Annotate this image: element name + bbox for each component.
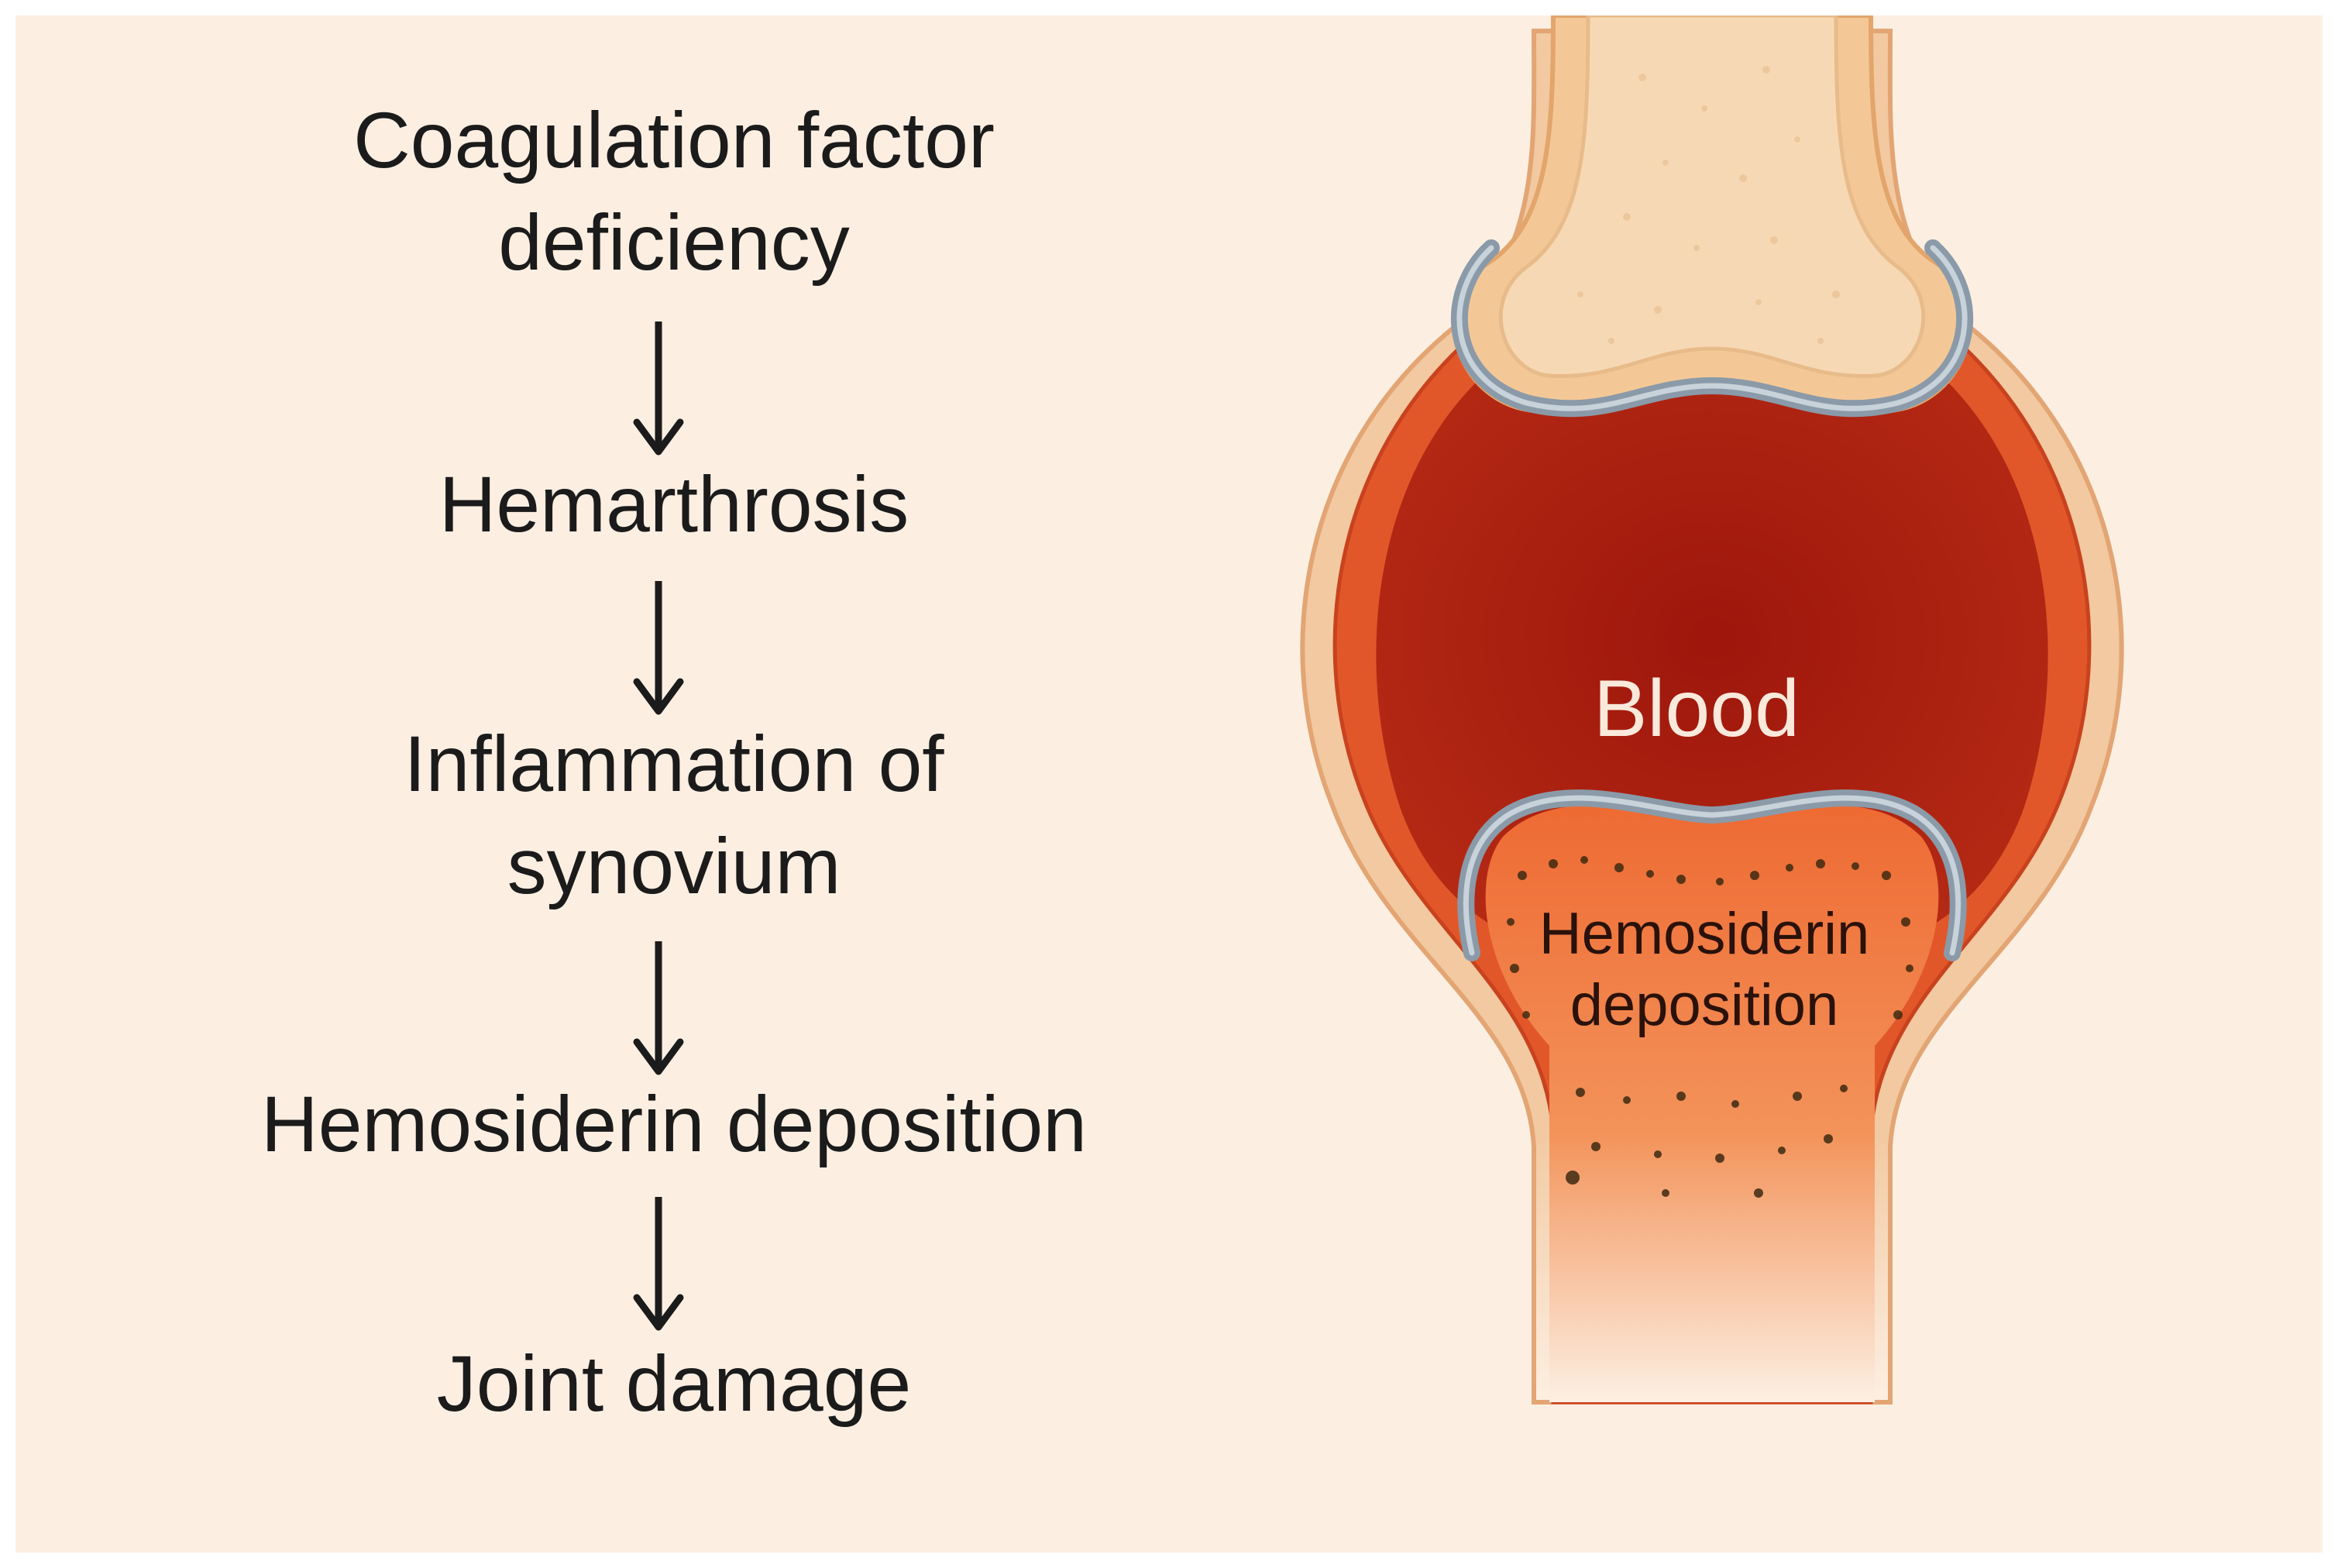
diagram-panel: Coagulation factor deficiency Hemarthros…	[15, 15, 2323, 1553]
step-text: deficiency	[498, 198, 850, 287]
step-text: Hemarthrosis	[438, 460, 909, 548]
pathogenesis-flowchart: Coagulation factor deficiency Hemarthros…	[15, 15, 1332, 1553]
down-arrow-icon	[633, 1197, 684, 1331]
step-text: Hemosiderin deposition	[261, 1080, 1087, 1168]
step-hemosiderin-deposition: Hemosiderin deposition	[15, 1073, 1332, 1175]
step-joint-damage: Joint damage	[15, 1332, 1332, 1435]
down-arrow-icon	[633, 322, 684, 456]
step-text: Joint damage	[436, 1339, 912, 1428]
upper-bone-marrow	[1498, 15, 1926, 378]
down-arrow-icon	[633, 941, 684, 1075]
bone-texture	[1577, 66, 1840, 344]
step-coagulation-factor-deficiency: Coagulation factor deficiency	[15, 89, 1332, 294]
down-arrow-icon	[633, 581, 684, 715]
hemosiderin-label-line: Hemosiderin	[1539, 901, 1870, 967]
step-text: synovium	[507, 822, 841, 910]
hemosiderin-label-line: deposition	[1570, 972, 1839, 1038]
joint-illustration	[1300, 15, 2124, 1405]
lower-bone	[1485, 805, 1939, 1402]
blood-label: Blood	[1594, 664, 1800, 754]
step-text: Coagulation factor	[353, 96, 995, 184]
step-text: Inflammation of	[404, 720, 944, 808]
step-inflammation-of-synovium: Inflammation of synovium	[15, 713, 1332, 917]
hemosiderin-deposits	[1507, 856, 1913, 1198]
step-hemarthrosis: Hemarthrosis	[15, 453, 1332, 555]
hemosiderin-label: Hemosiderin deposition	[1472, 899, 1937, 1041]
